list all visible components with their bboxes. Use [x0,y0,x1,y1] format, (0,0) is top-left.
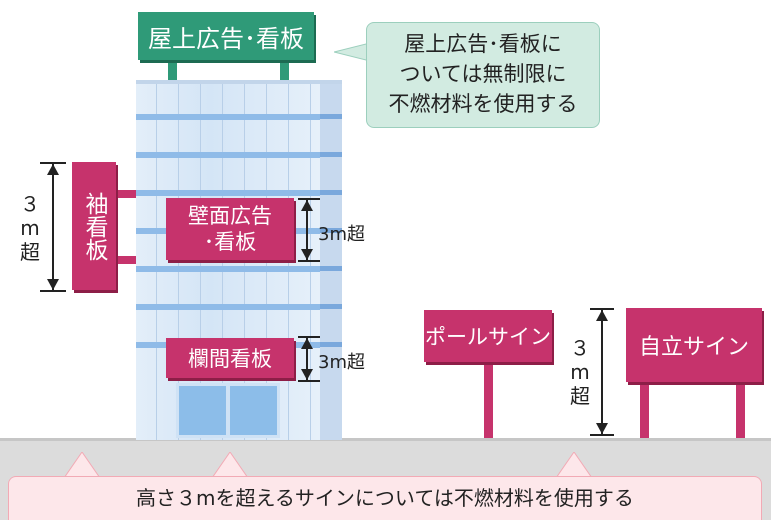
dimension-line [306,200,308,260]
rooftop-sign-label: 屋上広告･看板 [148,24,304,53]
projecting-sign-label: 袖看板 [81,191,107,261]
rooftop-sign-post [168,60,177,80]
pole-sign: ポールサイン [424,310,552,362]
pole-sign-label: ポールサイン [425,325,551,349]
arrow-down-icon [596,423,608,434]
rooftop-callout-line: ついては無制限に [399,62,567,86]
dimension-line [52,164,54,290]
arrow-down-icon [47,279,59,290]
projecting-sign-bracket [116,256,136,264]
dimension-tick [298,260,320,262]
door-divider [226,383,230,438]
right-dimension-label: ３m超 [570,336,590,408]
dimension-tick [590,308,614,310]
arrow-up-icon [596,310,608,321]
column-sign-label: 欄間看板 [188,347,272,371]
freestanding-sign-label: 自立サイン [638,335,749,360]
arrow-down-icon [301,369,313,380]
rooftop-sign-post [280,60,289,80]
rooftop-callout: 屋上広告･看板に ついては無制限に 不燃材料を使用する [366,22,600,128]
arrow-up-icon [301,200,313,211]
wall-dimension-label: 3m超 [318,224,365,245]
projecting-sign: 袖看板 [72,162,116,290]
arrow-down-icon [301,249,313,260]
dimension-line [306,338,308,380]
projecting-sign-bracket [116,190,136,198]
dimension-tick [298,380,320,382]
wall-sign-label-line2: ･看板 [203,230,257,254]
dimension-tick [298,336,320,338]
freestanding-sign-post [640,382,649,438]
dimension-tick [40,162,66,164]
freestanding-sign: 自立サイン [626,308,762,382]
dimension-tick [40,290,66,292]
arrow-up-icon [301,338,313,349]
bottom-callout-tail [212,452,248,478]
dimension-tick [298,198,320,200]
column-dimension-label: 3m超 [318,352,365,373]
rooftop-callout-line: 屋上広告･看板に [404,32,562,56]
left-dimension-label: ３m超 [20,192,40,264]
bottom-callout: 高さ３mを超えるサインについては不燃材料を使用する [8,476,762,520]
bottom-callout-text: 高さ３mを超えるサインについては不燃材料を使用する [136,486,634,510]
wall-sign-label-line1: 壁面広告 [188,204,272,228]
column-sign: 欄間看板 [166,338,294,378]
dimension-tick [590,434,614,436]
pole-sign-post [484,362,493,438]
building-side [320,80,342,440]
building-roof [136,80,342,84]
arrow-up-icon [47,164,59,175]
dimension-line [601,310,603,434]
freestanding-sign-post [736,382,745,438]
rooftop-callout-line: 不燃材料を使用する [388,92,578,116]
wall-sign: 壁面広告 ･看板 [166,198,294,260]
bottom-callout-tail [64,452,100,478]
bottom-callout-tail [556,452,592,478]
rooftop-sign: 屋上広告･看板 [138,12,314,60]
